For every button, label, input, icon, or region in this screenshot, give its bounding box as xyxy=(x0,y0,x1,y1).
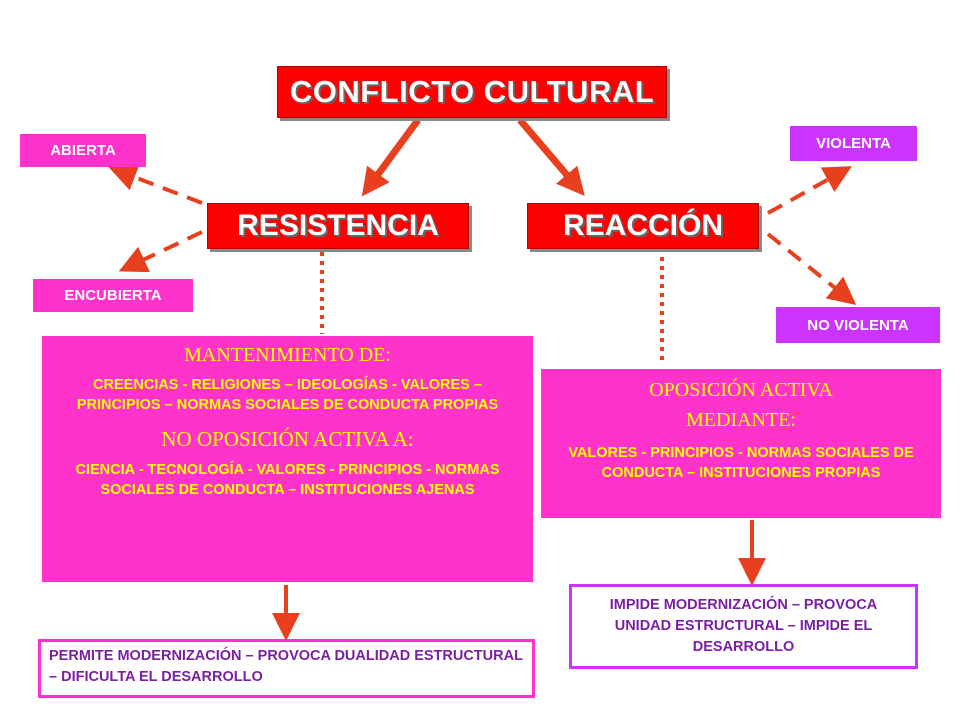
arrow-to-encubierta xyxy=(118,230,203,273)
right-text-propias: VALORES - PRINCIPIOS - NORMAS SOCIALES D… xyxy=(568,445,914,481)
tag-abierta-label: ABIERTA xyxy=(50,142,116,159)
left-result-text: PERMITE MODERNIZACIÓN – PROVOCA DUALIDAD… xyxy=(49,648,523,685)
resistencia-label: RESISTENCIA xyxy=(237,209,439,242)
arrow-to-no-violenta xyxy=(766,232,857,306)
tag-abierta: ABIERTA xyxy=(20,134,146,167)
reaccion-box: REACCIÓN xyxy=(527,203,759,249)
title-text: CONFLICTO CULTURAL xyxy=(289,74,655,109)
tag-violenta: VIOLENTA xyxy=(790,126,917,161)
arrow-title-to-resistencia xyxy=(361,117,421,197)
tag-encubierta: ENCUBIERTA xyxy=(33,279,193,312)
arrow-to-abierta xyxy=(108,164,203,205)
left-heading-no-oposicion: NO OPOSICIÓN ACTIVA A: xyxy=(161,427,414,451)
left-heading-mantenimiento: MANTENIMIENTO DE: xyxy=(184,344,391,366)
resistencia-box: RESISTENCIA xyxy=(207,203,469,249)
tag-no-violenta: NO VIOLENTA xyxy=(776,307,940,343)
arrow-to-violenta xyxy=(767,166,852,215)
title-box: CONFLICTO CULTURAL xyxy=(277,66,667,118)
right-result-box: IMPIDE MODERNIZACIÓN – PROVOCA UNIDAD ES… xyxy=(569,584,918,669)
reaccion-label: REACCIÓN xyxy=(562,209,723,242)
left-result-box: PERMITE MODERNIZACIÓN – PROVOCA DUALIDAD… xyxy=(38,639,535,698)
right-detail-box: OPOSICIÓN ACTIVA MEDIANTE: VALORES - PRI… xyxy=(541,369,941,518)
tag-violenta-label: VIOLENTA xyxy=(816,135,891,152)
tag-no-violenta-label: NO VIOLENTA xyxy=(807,316,909,334)
tag-encubierta-label: ENCUBIERTA xyxy=(64,287,162,304)
left-detail-box: MANTENIMIENTO DE: CREENCIAS - RELIGIONES… xyxy=(42,336,533,582)
left-text-ajenas: CIENCIA - TECNOLOGÍA - VALORES - PRINCIP… xyxy=(75,462,500,498)
arrow-title-to-reaccion xyxy=(517,117,585,196)
right-result-text: IMPIDE MODERNIZACIÓN – PROVOCA UNIDAD ES… xyxy=(609,597,878,655)
right-heading-oposicion: OPOSICIÓN ACTIVA MEDIANTE: xyxy=(649,379,833,431)
left-text-propias: CREENCIAS - RELIGIONES – IDEOLOGÍAS - VA… xyxy=(76,377,499,413)
